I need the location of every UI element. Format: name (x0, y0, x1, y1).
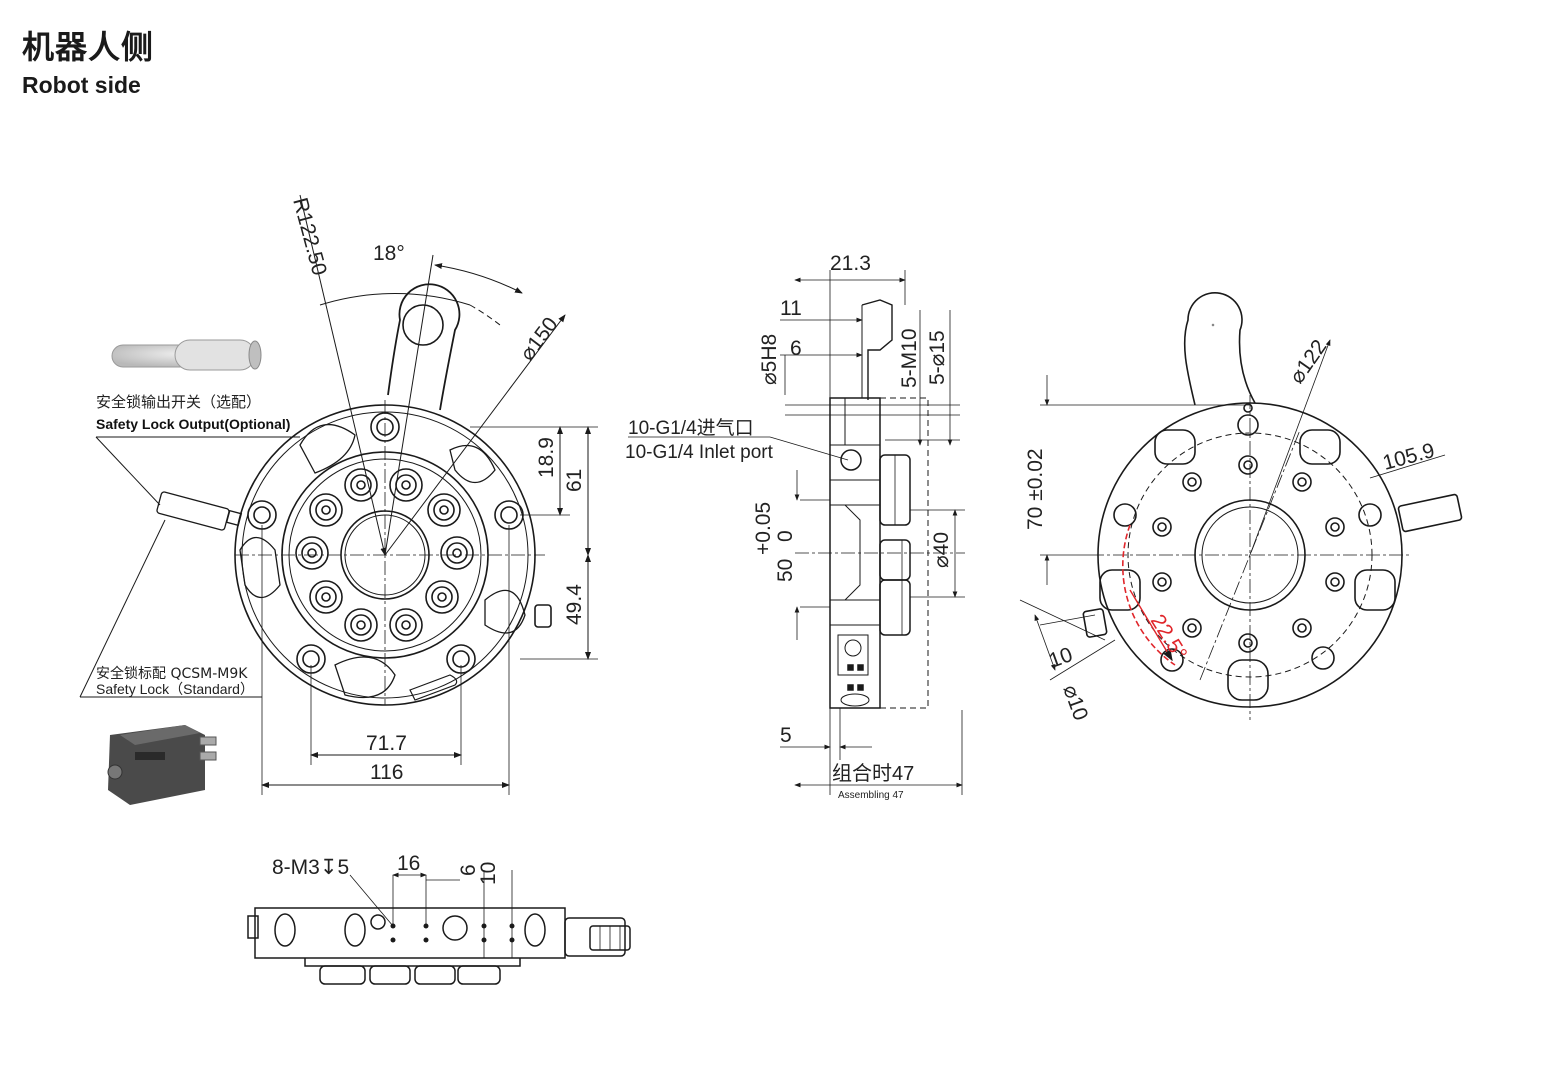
assembly-en-label: Assembling 47 (838, 790, 904, 801)
safety-std-cn: 安全锁标配 QCSM-M9K (96, 665, 248, 682)
dim-d10-label: ⌀10 (1058, 682, 1092, 724)
dim-70-label: 70 ±0.02 (1024, 448, 1047, 530)
inlet-cn-label: 10-G1/4进气口 (628, 417, 754, 439)
page-title-cn: 机器人侧 (22, 28, 155, 66)
diameter-122-label: ⌀122 (1285, 336, 1331, 388)
back-view (1019, 292, 1463, 720)
safety-output-cn: 安全锁输出开关（选配） (96, 393, 261, 411)
angle-18-label: 18° (373, 242, 405, 265)
dim-5h8-label: ⌀5H8 (758, 334, 781, 385)
assembly-cn-label: 组合时47 (832, 762, 914, 785)
angle-22-5-label: 22.5° (1146, 610, 1192, 664)
port-holes (295, 468, 474, 642)
front-view (234, 194, 598, 795)
dim-61-label: 61 (563, 469, 586, 492)
safety-std-en: Safety Lock（Standard） (96, 681, 254, 697)
dim-6-side-label: 6 (790, 337, 802, 360)
dim-105-9-label: 105.9 (1380, 439, 1437, 475)
safety-output-en: Safety Lock Output(Optional) (96, 416, 290, 432)
dim-50-label: 50 (774, 559, 797, 582)
dim-11-label: 11 (780, 297, 802, 320)
diameter-150-label: ⌀150 (516, 313, 563, 365)
dim-21-3-label: 21.3 (830, 252, 871, 275)
dim-10-back-label: 10 (1046, 643, 1076, 673)
dim-5-label: 5 (780, 724, 792, 747)
dim-116-label: 116 (370, 761, 403, 784)
dim-6-bottom-label: 6 (457, 864, 480, 876)
radius-label: R122.50 (288, 195, 331, 278)
tol-zero-label: 0 (774, 530, 797, 542)
dim-5d15-label: 5-⌀15 (926, 330, 949, 385)
bottom-view (247, 870, 631, 985)
thread-label: 8-M3↧5 (272, 856, 349, 879)
dim-5m10-label: 5-M10 (898, 328, 921, 388)
dim-71-7-label: 71.7 (366, 732, 407, 755)
side-view (628, 270, 965, 795)
inlet-en-label: 10-G1/4 Inlet port (625, 442, 774, 463)
safety-lock-callouts (79, 339, 300, 805)
dim-49-4-label: 49.4 (563, 584, 586, 625)
tol-plus-label: +0.05 (752, 502, 775, 555)
dim-18-9-label: 18.9 (535, 437, 558, 478)
dim-16-label: 16 (397, 852, 420, 875)
page-title-en: Robot side (22, 72, 141, 98)
dim-d40-label: ⌀40 (930, 532, 953, 568)
dim-10-bottom-label: 10 (477, 862, 500, 885)
